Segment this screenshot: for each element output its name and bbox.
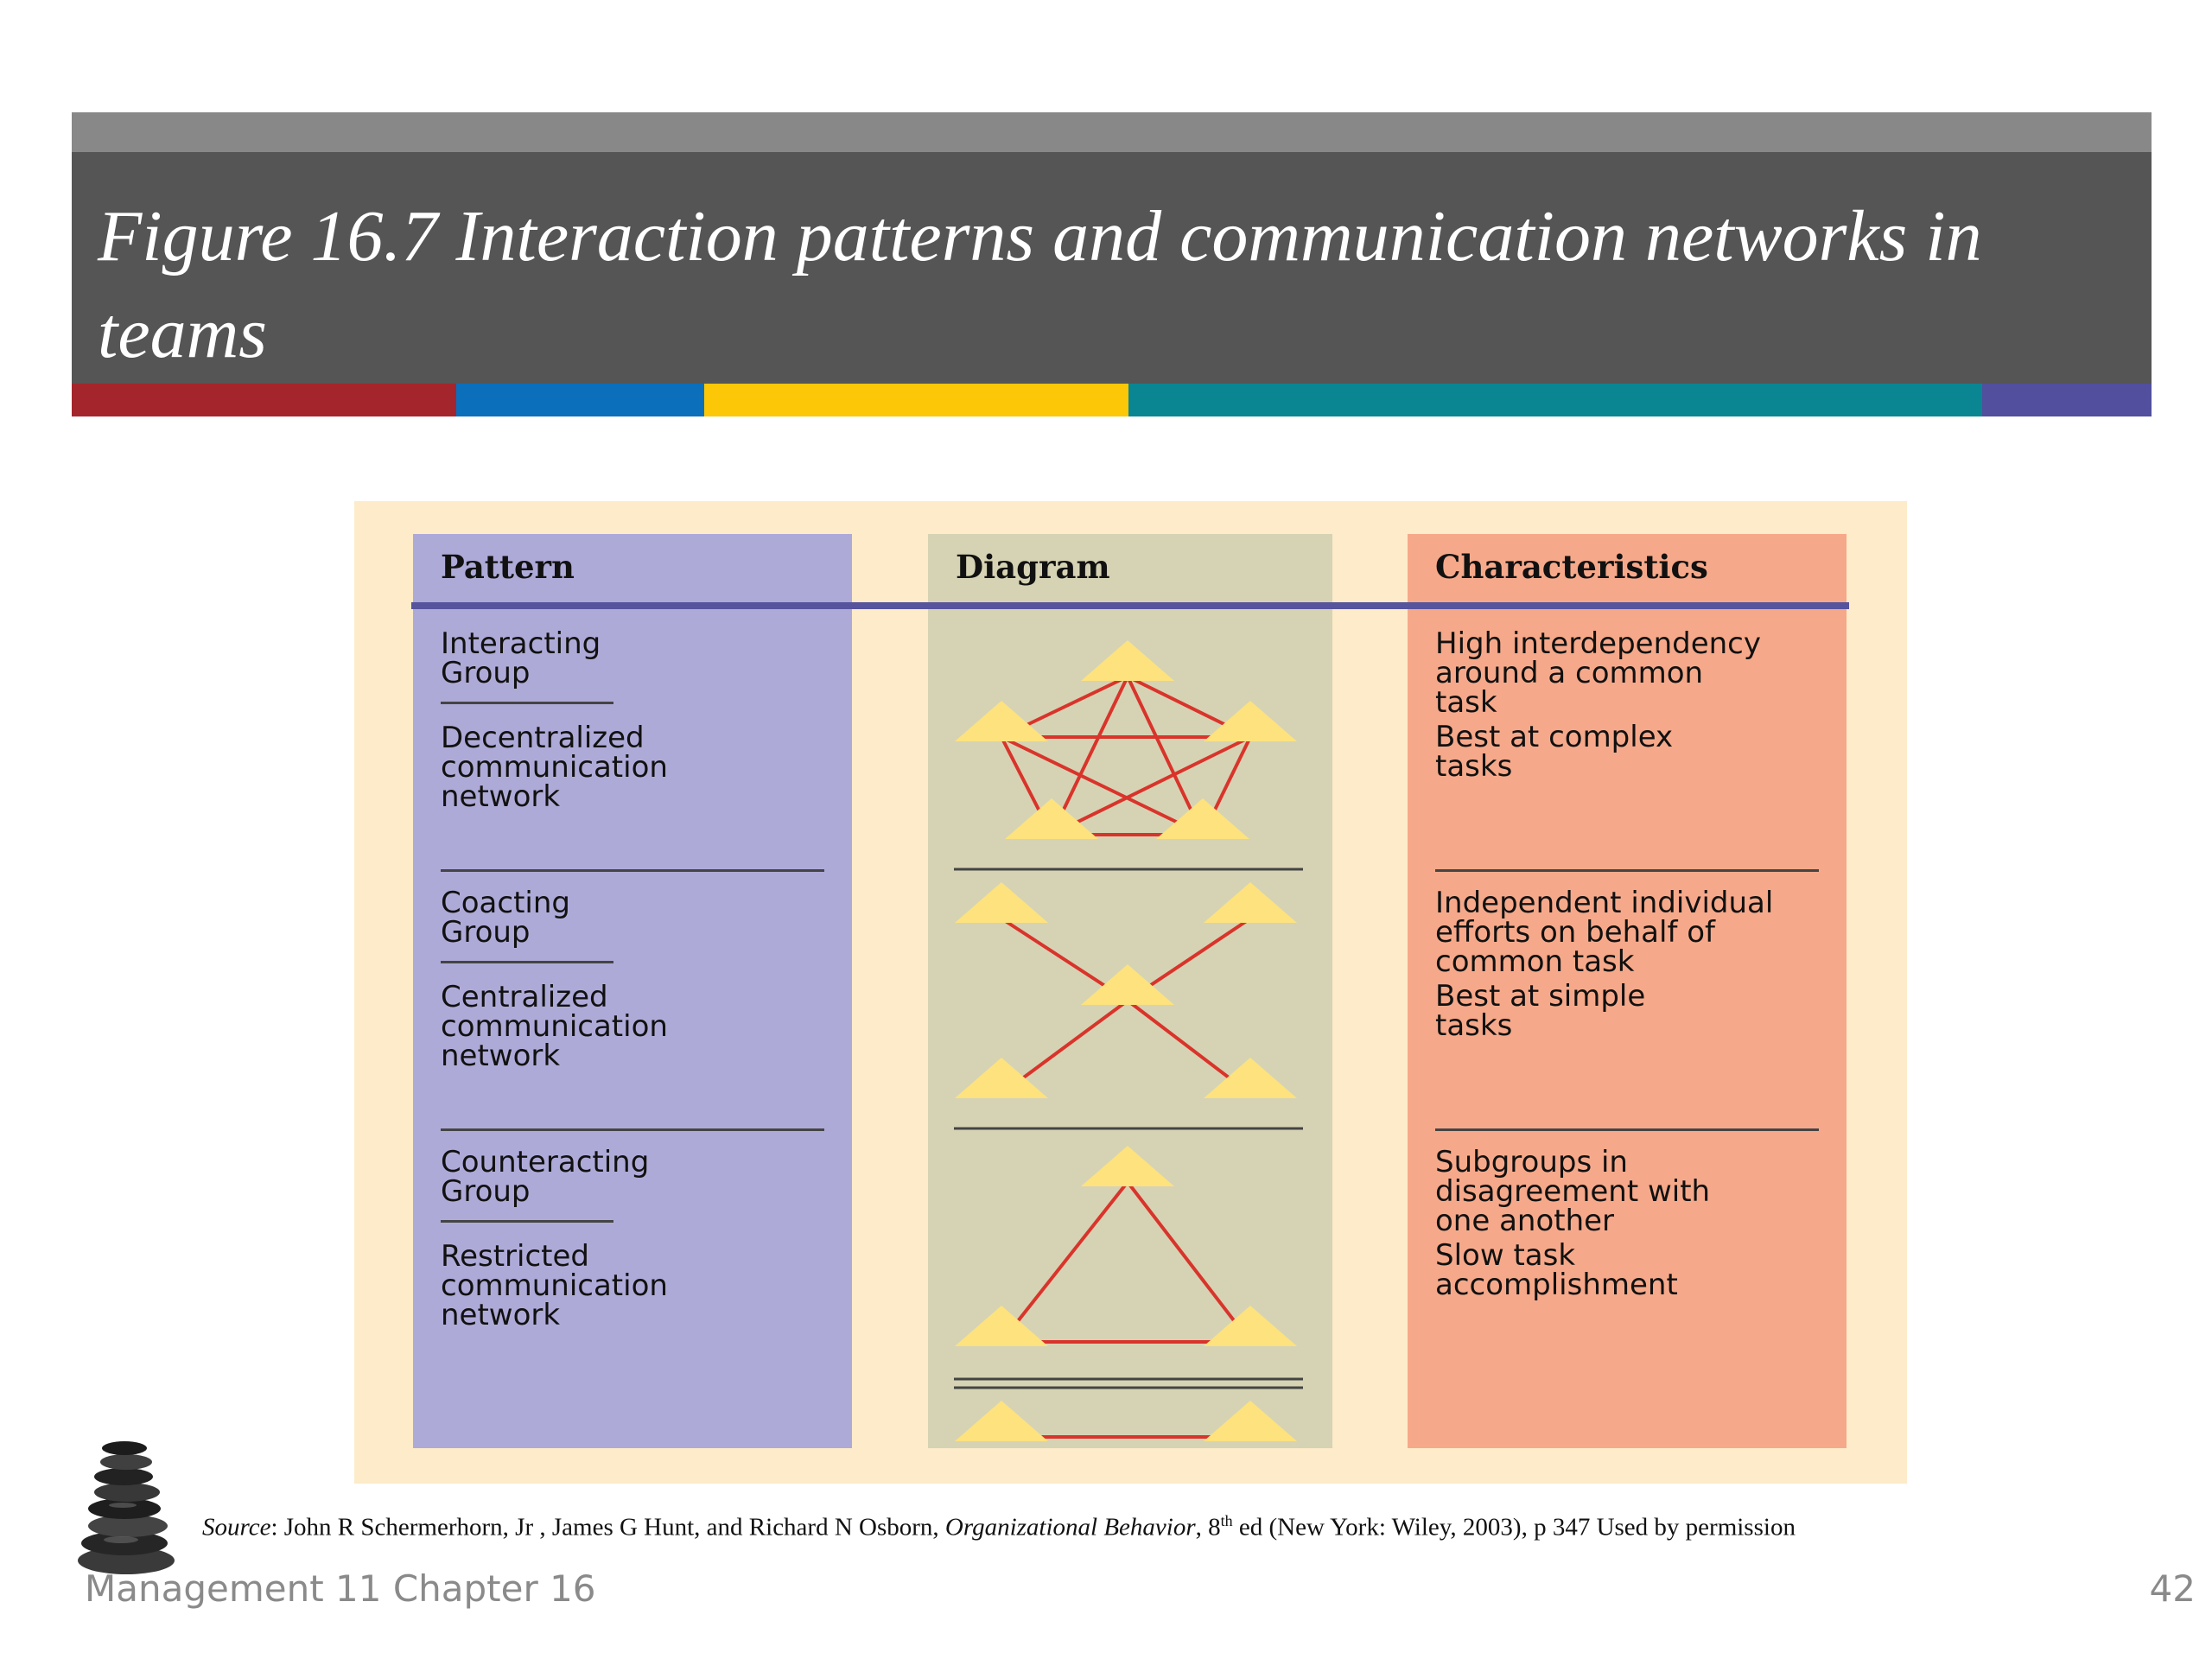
strip-yellow <box>704 384 1128 416</box>
source-label: Source <box>202 1513 271 1541</box>
node-triangle <box>1081 1146 1174 1186</box>
node-triangle <box>1005 798 1098 839</box>
restricted-network-diagram <box>954 1146 1303 1441</box>
node-triangle <box>955 882 1048 923</box>
row1-characteristic-2: Best at complex tasks <box>1435 720 1674 784</box>
source-edition: , 8 <box>1195 1513 1221 1541</box>
row3-characteristic-1: Subgroups in disagreement with one anoth… <box>1435 1145 1711 1238</box>
characteristics-column: Characteristics High interdependency aro… <box>1408 534 1847 1448</box>
node-triangle <box>1204 701 1297 741</box>
row1-network: Decentralized communication network <box>441 721 668 814</box>
row2-group: Coacting Group <box>441 886 570 950</box>
node-triangle <box>1156 798 1249 839</box>
row2-char-divider <box>1435 1128 1819 1131</box>
strip-purple <box>1982 384 2152 416</box>
figure-table: Pattern Interacting Group Decentralized … <box>354 501 1907 1484</box>
slide-title: Figure 16.7 Interaction patterns and com… <box>98 196 1982 373</box>
centralized-network-diagram <box>955 882 1297 1098</box>
row2-characteristic-2: Best at simple tasks <box>1435 979 1646 1043</box>
node-triangle <box>955 1306 1048 1346</box>
pattern-header: Pattern <box>441 548 575 586</box>
node-triangle <box>955 1058 1048 1098</box>
strip-red <box>72 384 456 416</box>
source-authors: : John R Schermerhorn, Jr , James G Hunt… <box>270 1513 945 1541</box>
row2-inner-rule <box>441 961 613 963</box>
node-triangle <box>955 701 1048 741</box>
diagram-column: Diagram <box>928 534 1332 1448</box>
row3-group: Counteracting Group <box>441 1145 650 1209</box>
color-strip <box>72 384 2152 416</box>
hub-triangle <box>1081 964 1174 1005</box>
row2-characteristic-1: Independent individual efforts on behalf… <box>1435 886 1774 979</box>
row1-group: Interacting Group <box>441 626 601 690</box>
row2-network: Centralized communication network <box>441 980 668 1073</box>
title-top-strip <box>72 112 2152 152</box>
strip-teal <box>1128 384 1982 416</box>
diagram-header: Diagram <box>956 548 1110 586</box>
row1-characteristic-1: High interdependency around a common tas… <box>1435 626 1761 720</box>
title-bar: Figure 16.7 Interaction patterns and com… <box>72 112 2152 416</box>
source-edition-suffix: th <box>1220 1512 1233 1529</box>
footer-course: Management 11 Chapter 16 <box>85 1567 596 1610</box>
source-citation: Source: John R Schermerhorn, Jr , James … <box>202 1512 1796 1542</box>
pattern-column: Pattern Interacting Group Decentralized … <box>413 534 852 1448</box>
node-triangle <box>955 1401 1048 1441</box>
row3-network: Restricted communication network <box>441 1239 668 1332</box>
node-triangle <box>1204 1401 1297 1441</box>
source-publisher: ed (New York: Wiley, 2003), p 347 Used b… <box>1232 1513 1796 1541</box>
row1-inner-rule <box>441 702 613 704</box>
diagram-drawings <box>954 640 1303 1441</box>
node-triangle <box>1081 640 1174 681</box>
row1-char-divider <box>1435 869 1819 872</box>
row3-inner-rule <box>441 1220 613 1223</box>
decentralized-network-diagram <box>955 640 1297 839</box>
row1-divider <box>441 869 824 872</box>
node-triangle <box>1204 1306 1297 1346</box>
row3-characteristic-2: Slow task accomplishment <box>1435 1238 1678 1302</box>
strip-blue <box>456 384 704 416</box>
row2-divider <box>441 1128 824 1131</box>
characteristics-header: Characteristics <box>1435 548 1708 586</box>
node-triangle <box>1204 1058 1297 1098</box>
header-rule <box>411 602 1849 609</box>
stacked-stones-icon <box>78 1441 175 1574</box>
node-triangle <box>1204 882 1297 923</box>
source-book-title: Organizational Behavior <box>944 1513 1196 1541</box>
page-number: 42 <box>2149 1567 2196 1610</box>
